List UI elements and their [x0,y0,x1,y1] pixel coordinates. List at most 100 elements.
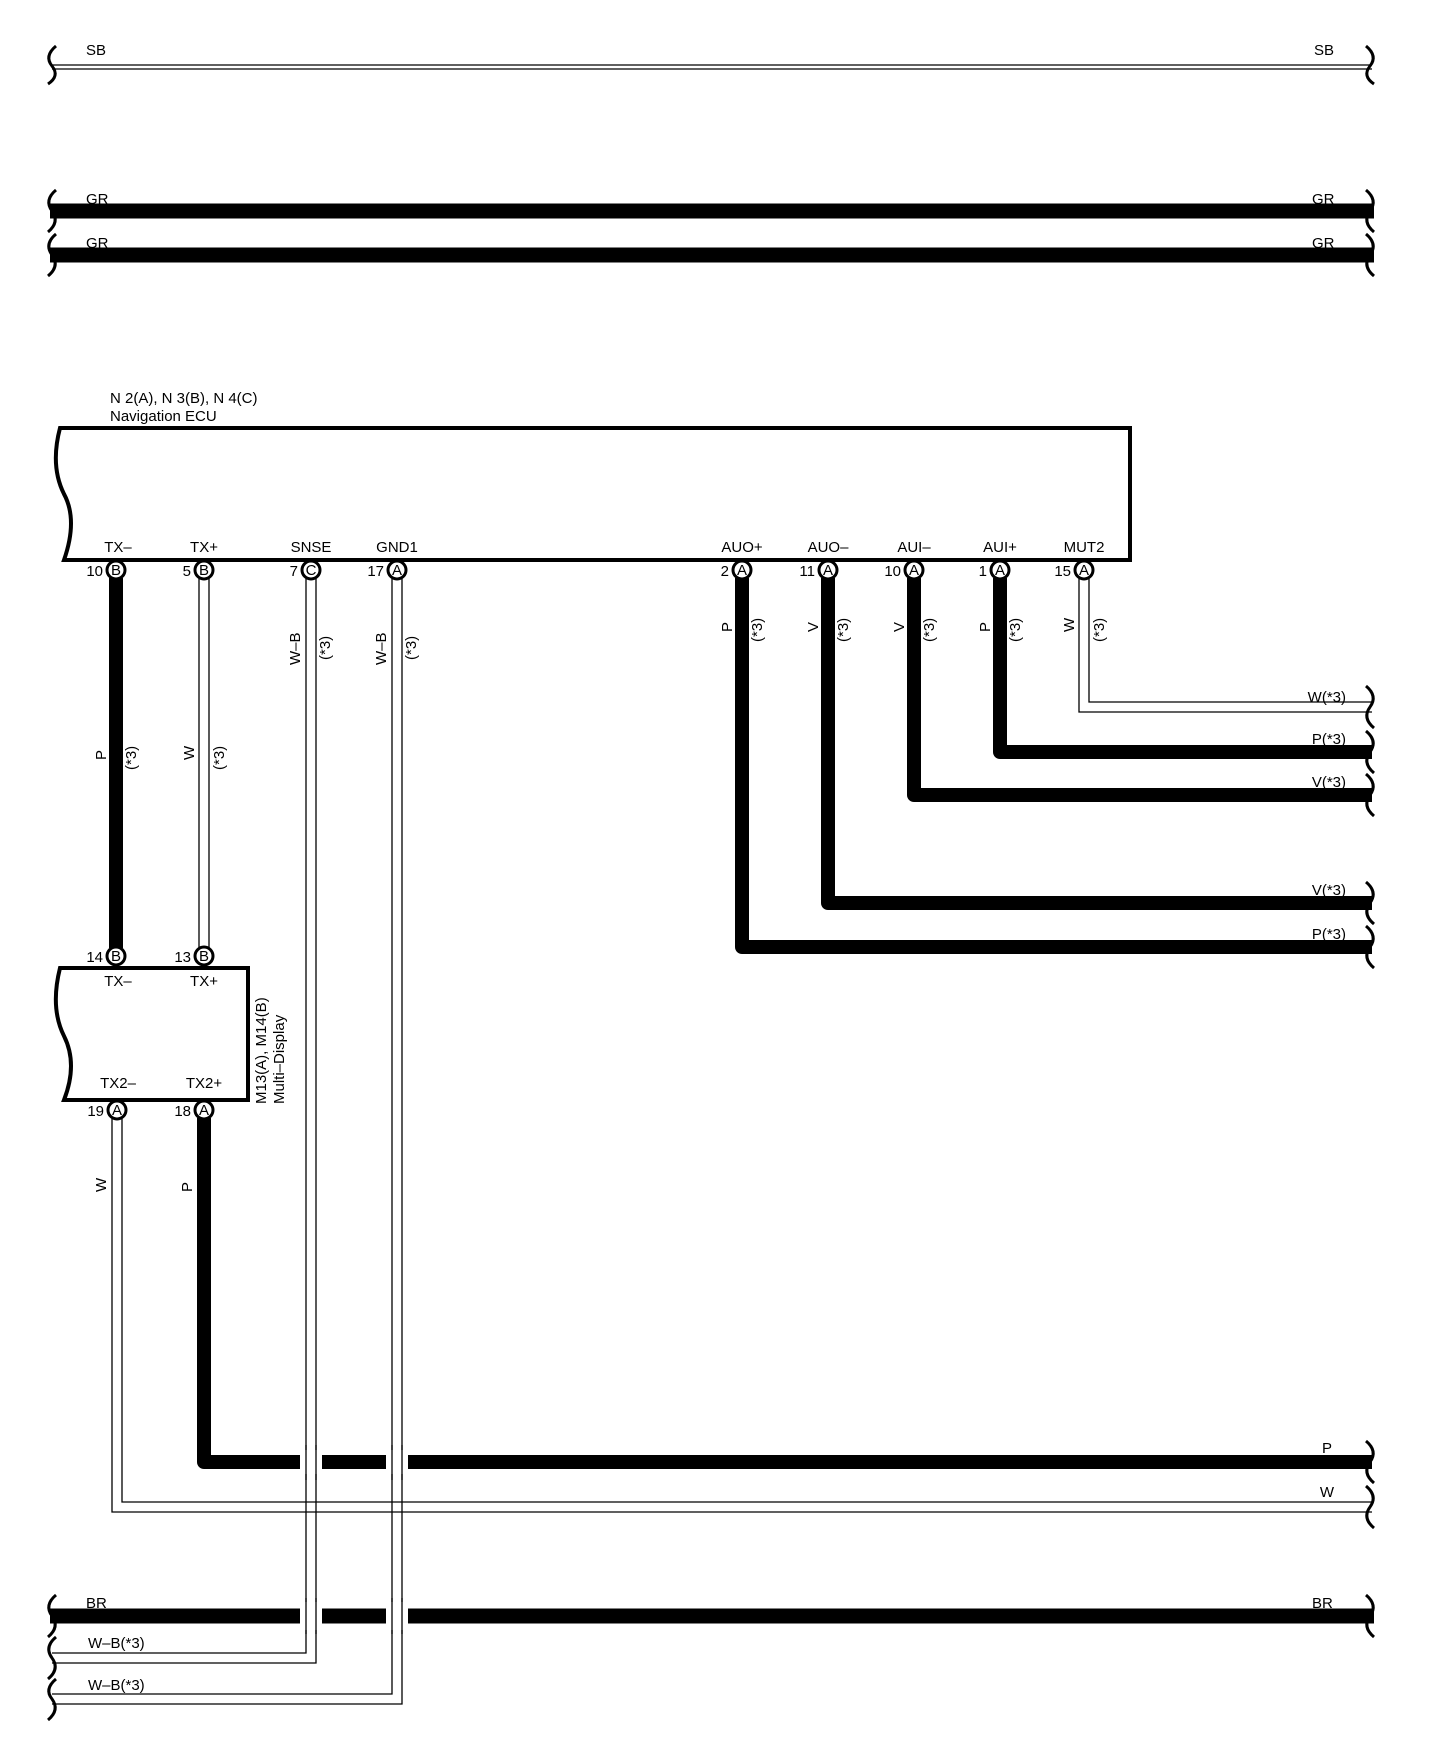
wire-label-gnd1-color: W–B [373,632,390,665]
break-mark-br-right [1364,1593,1376,1639]
ecu-pin-num-txp: 5 [183,563,191,580]
wb-label-1: W–B(*3) [88,1635,145,1652]
break-mark-mut2-right [1364,684,1376,730]
gr-label-left-1: GR [86,191,109,208]
ecu-pin-num-mut2: 15 [1054,563,1071,580]
ecu-pin-name-auip: AUI+ [983,539,1017,556]
gr-label-right-1: GR [1312,191,1335,208]
display-name: Multi–Display [271,1014,288,1104]
wire-label-mut2-note: (*3) [1091,618,1108,642]
display-pin-num-14: 14 [86,949,103,966]
display-pin-num-19: 19 [87,1103,104,1120]
break-mark-auo-minus-right [1364,880,1376,926]
wire-label-mut2-color: W [1061,617,1078,632]
wire-label-auom-note: (*3) [835,618,852,642]
wire-tx2-plus [197,1118,1372,1469]
ecu-pin-conn-7: A [909,562,919,579]
right-end-auop: P(*3) [1312,926,1346,943]
display-ids: M13(A), M14(B) [253,997,270,1104]
wire-label-txp-note: (*3) [211,746,228,770]
wire-snse [52,578,317,1664]
display-pin-num-18: 18 [174,1103,191,1120]
display-pin-name-tx2m: TX2– [100,1075,137,1092]
break-mark-br-left [46,1593,58,1639]
ecu-pin-num-auip: 1 [979,563,987,580]
ecu-pin-conn-3: C [306,562,317,579]
break-mark-sb-right [1365,44,1375,86]
ecu-pin-num-gnd1: 17 [367,563,384,580]
navigation-ecu-box [53,426,1132,562]
wire-aui-plus [993,578,1372,759]
ecu-pin-num-auim: 10 [884,563,901,580]
ecu-pin-name-auim: AUI– [897,539,931,556]
ecu-pin-name-snse: SNSE [291,539,332,556]
display-pin-name-txp: TX+ [190,973,218,990]
ecu-connector-pins [105,559,1095,581]
ecu-pin-conn-8: A [995,562,1005,579]
break-mark-auo-plus-right [1364,924,1376,970]
wire-tx2-minus [111,1118,1372,1513]
display-pin-conn-3: A [112,1102,122,1119]
break-mark-gr-right-2 [1364,232,1376,278]
ecu-ids: N 2(A), N 3(B), N 4(C) [110,390,258,407]
wire-auo-minus [821,578,1372,910]
wire-auo-plus [735,578,1372,954]
display-connector-pins [105,945,215,1121]
display-pin-name-tx2p: TX2+ [186,1075,223,1092]
sb-label-right: SB [1314,42,1334,59]
wire-label-snse-note: (*3) [317,636,334,660]
ecu-pin-name-txp: TX+ [190,539,218,556]
wire-label-txp-color: W [181,745,198,760]
wire-label-auop-note: (*3) [749,618,766,642]
ecu-pin-num-snse: 7 [290,563,298,580]
ecu-pin-name-auop: AUO+ [721,539,763,556]
ecu-pin-name-auom: AUO– [808,539,850,556]
break-mark-wb-left-1 [46,1635,58,1681]
br-label-left: BR [86,1595,107,1612]
wire-aui-minus [907,578,1372,802]
ecu-pin-conn-2: B [199,562,209,579]
ecu-pin-conn-4: A [392,562,402,579]
display-pin-conn-1: B [111,948,121,965]
display-pin-conn-2: B [199,948,209,965]
multi-display-box [53,966,250,1102]
wire-label-gnd1-note: (*3) [403,636,420,660]
wire-label-auop-color: P [719,622,736,632]
sb-label-left: SB [86,42,106,59]
sb-wire [52,64,1372,70]
display-pin-conn-4: A [199,1102,209,1119]
ecu-pin-conn-9: A [1079,562,1089,579]
wire-label-tx2m-color: W [93,1177,110,1192]
ecu-pin-conn-6: A [823,562,833,579]
wire-label-auim-note: (*3) [921,618,938,642]
ecu-pin-name-mut2: MUT2 [1064,539,1105,556]
wire-label-auim-color: V [891,622,908,632]
wire-label-auom-color: V [805,622,822,632]
break-mark-sb-left [47,44,57,86]
break-mark-aui-plus-right [1364,729,1376,775]
ecu-name: Navigation ECU [110,408,217,425]
right-end-mut2: W(*3) [1308,689,1346,706]
right-end-w: W [1320,1484,1335,1501]
ecu-pin-name-txm: TX– [104,539,132,556]
ecu-pin-name-gnd1: GND1 [376,539,418,556]
break-mark-gr-right-1 [1364,188,1376,234]
wire-tx-plus [198,578,210,948]
wire-label-txm-note: (*3) [123,746,140,770]
right-end-auip: P(*3) [1312,731,1346,748]
right-end-auom: V(*3) [1312,882,1346,899]
gr-label-right-2: GR [1312,235,1335,252]
break-mark-gr-left-2 [46,232,58,278]
gr-label-left-2: GR [86,235,109,252]
break-mark-gr-left-1 [46,188,58,234]
display-pin-name-txm: TX– [104,973,132,990]
br-label-right: BR [1312,1595,1333,1612]
ecu-pin-conn-1: B [111,562,121,579]
wb-label-2: W–B(*3) [88,1677,145,1694]
wire-label-auip-note: (*3) [1007,618,1024,642]
ecu-pin-num-auom: 11 [799,563,815,580]
wire-label-snse-color: W–B [287,632,304,665]
ecu-pin-num-txm: 10 [86,563,103,580]
right-end-p: P [1322,1440,1332,1457]
